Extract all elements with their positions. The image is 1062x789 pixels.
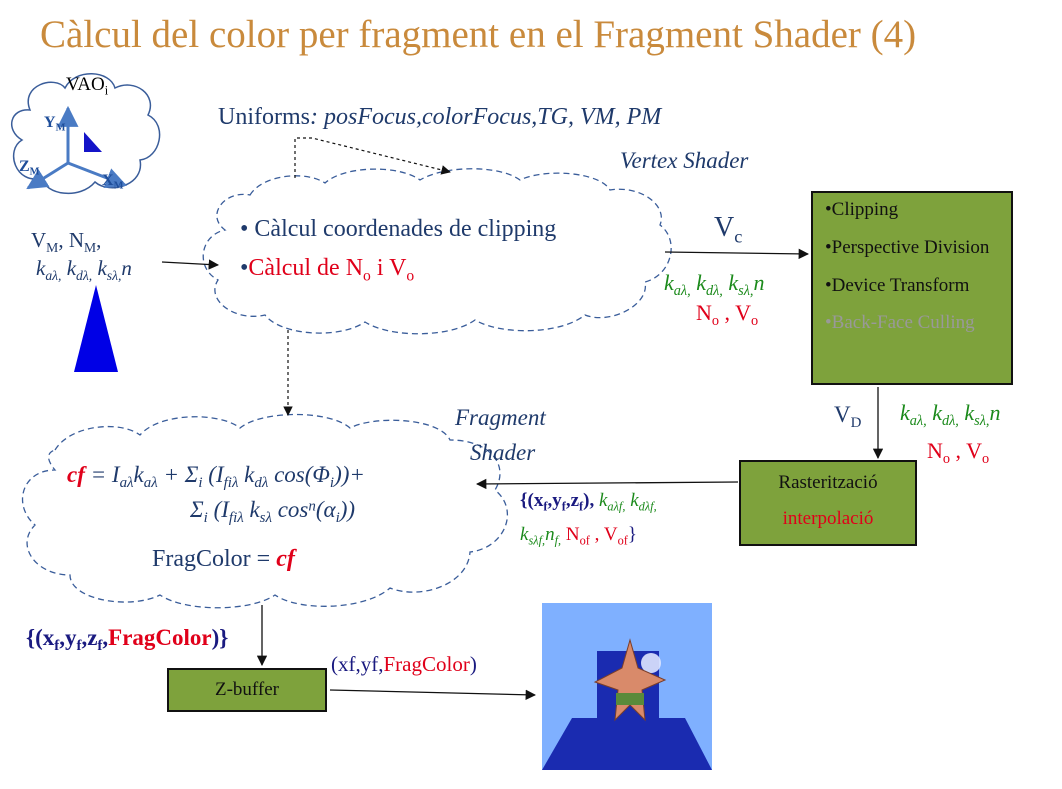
x-axis-line [67,161,127,188]
vd-label: VD [834,402,862,432]
vd-material-outputs: kaλ, kdλ, ksλ,n [900,400,1001,429]
y-axis-label: YM [44,114,66,134]
rendered-image [542,603,712,770]
uniforms-label: Uniforms: posFocus,colorFocus,TG, VM, PM [218,104,662,130]
vertex-shader-label: Vertex Shader [620,148,749,173]
slide-title: Càlcul del color per fragment en el Frag… [40,13,917,56]
z-axis-label: ZM [19,158,40,178]
input-arrow [161,259,220,270]
pipeline-item-backface: •Back-Face Culling [825,312,975,334]
raster-label: Rasterització [778,472,878,493]
vao-cloud [11,73,161,195]
pipeline-item-perspective: •Perspective Division [825,236,990,258]
fragment-shader-label-2: Shader [470,440,536,465]
pipeline-item-device-transform: •Device Transform [825,274,970,296]
vertex-bullet-normals: •Càlcul de No i Vo [240,255,415,285]
vd-no-vo-outputs: No , Vo [927,438,990,467]
vc-label: Vc [714,212,743,247]
formula-line1: cf = Iaλkaλ + Σi (Ifiλ kdλ cos(Φi))+ [67,462,365,492]
vertex-inputs: VM, NM, [31,228,102,255]
z-axis-line [26,161,69,190]
input-triangle [74,285,118,372]
vc-arrow [664,248,810,260]
vertex-no-vo-outputs: No , Vo [696,300,759,329]
fragment-inputs-line1: {(xf,yf,zf), kaλf, kdλf, [520,490,657,514]
small-triangle [84,132,102,152]
rasterization-box: Rasterització interpolació [739,460,917,546]
interpolation-label: interpolació [782,508,874,529]
vertex-shader-cloud [202,168,672,335]
pipeline-item-clipping: •Clipping [825,199,899,220]
fragcolor-assignment: FragColor = cf [152,546,295,572]
fragment-shader-cloud [21,413,509,609]
fixed-pipeline-box: •Clipping •Perspective Division •Device … [811,191,1013,385]
vertex-material-outputs: kaλ, kdλ, ksλ,n [664,270,765,299]
fragment-shader-label-1: Fragment [455,405,546,430]
vertex-bullet-clipping: • Càlcul coordenades de clipping [240,216,557,242]
zbuffer-output: (xf,yf,FragColor) [331,652,477,676]
vao-label: VAOi [66,74,109,98]
material-inputs: kaλ, kdλ, ksλ,n [36,256,132,283]
fragment-inputs-line2: ksλf,nf, Nof , Vof} [520,524,637,548]
zbuffer-box: Z-buffer [167,668,327,712]
raster-arrow [475,478,739,490]
formula-line2: Σi (Ifiλ ksλ cosn(αi)) [190,497,356,527]
zbuffer-to-image-arrow [329,689,537,700]
fragment-outputs: {(xf,yf,zf,FragColor)} [26,625,229,655]
x-axis-label: XM [102,172,124,192]
uniforms-connector [294,137,451,178]
